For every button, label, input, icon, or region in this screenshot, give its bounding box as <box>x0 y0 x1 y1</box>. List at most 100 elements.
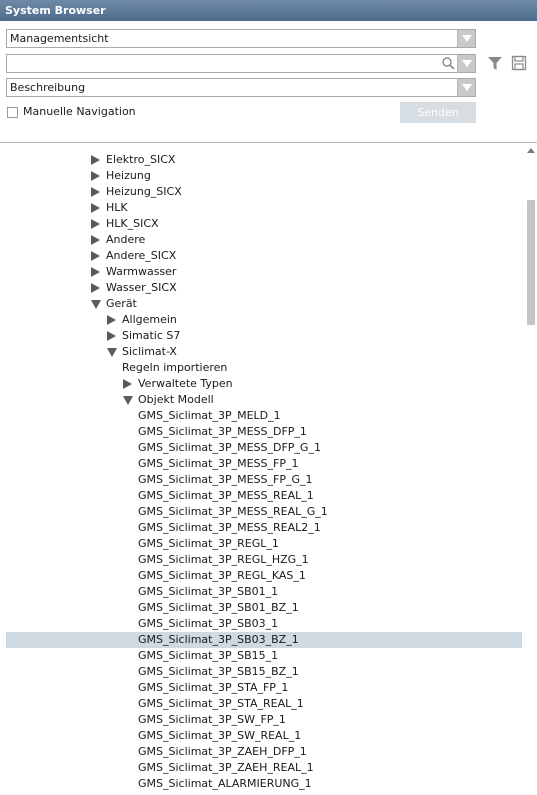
tree-item-label: GMS_Siclimat_3P_MESS_REAL_G_1 <box>138 505 328 518</box>
search-field[interactable] <box>6 54 476 73</box>
tree-item-label: GMS_Siclimat_3P_SB01_BZ_1 <box>138 601 299 614</box>
expand-arrow-icon[interactable] <box>123 379 132 389</box>
expand-arrow-icon[interactable] <box>91 171 100 181</box>
tree-item[interactable]: Wasser_SICX <box>0 280 522 296</box>
save-icon[interactable] <box>511 55 527 71</box>
tree-item-label: Warmwasser <box>106 265 177 278</box>
tree-item[interactable]: Gerät <box>0 296 522 312</box>
tree-item-label: GMS_Siclimat_3P_MESS_DFP_1 <box>138 425 307 438</box>
tree-item[interactable]: HLK <box>0 200 522 216</box>
expand-arrow-icon[interactable] <box>91 283 100 293</box>
tree-item-label: Regeln importieren <box>122 361 228 374</box>
vertical-scrollbar[interactable] <box>526 146 536 795</box>
tree-item-label: GMS_Siclimat_3P_SB15_BZ_1 <box>138 665 299 678</box>
tree-item-label: GMS_Siclimat_3P_MELD_1 <box>138 409 281 422</box>
tree-item-label: Allgemein <box>122 313 177 326</box>
tree-item-label: GMS_Siclimat_3P_MESS_FP_1 <box>138 457 299 470</box>
tree-item[interactable]: Andere_SICX <box>0 248 522 264</box>
tree-item[interactable]: GMS_Siclimat_ALARMIERUNG_1 <box>0 776 522 792</box>
collapse-arrow-icon[interactable] <box>123 396 133 405</box>
tree-item[interactable]: GMS_Siclimat_3P_REGL_HZG_1 <box>0 552 522 568</box>
tree-item-label: Heizung <box>106 169 151 182</box>
tree-item[interactable]: Siclimat-X <box>0 344 522 360</box>
tree-item-label: Elektro_SICX <box>106 153 176 166</box>
expand-arrow-icon[interactable] <box>91 235 100 245</box>
tree-item[interactable]: GMS_Siclimat_3P_SB15_1 <box>0 648 522 664</box>
tree-item[interactable]: Objekt Modell <box>0 392 522 408</box>
tree-item-label: GMS_Siclimat_3P_STA_FP_1 <box>138 681 289 694</box>
view-selector[interactable]: Managementsicht <box>6 29 476 48</box>
filter-icon[interactable] <box>487 56 503 71</box>
tree-item[interactable]: Elektro_SICX <box>0 152 522 168</box>
tree-item[interactable]: GMS_Siclimat_3P_ZAEH_REAL_1 <box>0 760 522 776</box>
expand-arrow-icon[interactable] <box>91 155 100 165</box>
tree-item[interactable]: GMS_Siclimat_3P_SW_FP_1 <box>0 712 522 728</box>
expand-arrow-icon[interactable] <box>91 203 100 213</box>
tree-item[interactable]: GMS_Siclimat_3P_MESS_REAL_1 <box>0 488 522 504</box>
tree-item[interactable]: Verwaltete Typen <box>0 376 522 392</box>
send-button[interactable]: Senden <box>400 102 476 123</box>
window-title: System Browser <box>0 0 537 21</box>
tree-item[interactable]: GMS_Siclimat_3P_STA_FP_1 <box>0 680 522 696</box>
tree-item-label: HLK <box>106 201 128 214</box>
tree-item-label: GMS_Siclimat_3P_SB15_1 <box>138 649 279 662</box>
tree-item[interactable]: GMS_Siclimat_3P_MESS_REAL_G_1 <box>0 504 522 520</box>
tree-item-label: GMS_Siclimat_3P_STA_REAL_1 <box>138 697 304 710</box>
tree-item[interactable]: GMS_Siclimat_3P_MESS_FP_1 <box>0 456 522 472</box>
search-icon[interactable] <box>441 56 455 70</box>
tree-item[interactable]: GMS_Siclimat_3P_SB03_BZ_1 <box>6 632 522 648</box>
tree-item-label: GMS_Siclimat_3P_ZAEH_REAL_1 <box>138 761 314 774</box>
tree-item[interactable]: GMS_Siclimat_3P_STA_REAL_1 <box>0 696 522 712</box>
tree-item-label: GMS_Siclimat_3P_MESS_REAL_1 <box>138 489 314 502</box>
tree-item[interactable]: GMS_Siclimat_3P_SB01_BZ_1 <box>0 600 522 616</box>
tree-item[interactable]: GMS_Siclimat_3P_REGL_1 <box>0 536 522 552</box>
tree-item[interactable]: HLK_SICX <box>0 216 522 232</box>
tree-item[interactable]: GMS_Siclimat_3P_REGL_KAS_1 <box>0 568 522 584</box>
expand-arrow-icon[interactable] <box>107 315 116 325</box>
tree-item[interactable]: GMS_Siclimat_3P_SW_REAL_1 <box>0 728 522 744</box>
display-selector[interactable]: Beschreibung <box>6 78 476 97</box>
tree-item[interactable]: Regeln importieren <box>0 360 522 376</box>
tree-item[interactable]: Heizung_SICX <box>0 184 522 200</box>
collapse-arrow-icon[interactable] <box>107 348 117 357</box>
tree-item-label: GMS_Siclimat_3P_REGL_HZG_1 <box>138 553 309 566</box>
tree-item[interactable]: GMS_Siclimat_3P_ZAEH_DFP_1 <box>0 744 522 760</box>
tree-item[interactable]: GMS_Siclimat_3P_MESS_DFP_1 <box>0 424 522 440</box>
expand-arrow-icon[interactable] <box>107 331 116 341</box>
scroll-up-arrow-icon[interactable] <box>527 148 535 153</box>
tree-item[interactable]: Warmwasser <box>0 264 522 280</box>
tree-item[interactable]: GMS_Siclimat_3P_MESS_REAL2_1 <box>0 520 522 536</box>
tree-item-label: GMS_Siclimat_3P_REGL_KAS_1 <box>138 569 306 582</box>
chevron-down-icon[interactable] <box>457 30 475 47</box>
chevron-down-icon[interactable] <box>457 55 475 72</box>
chevron-down-icon[interactable] <box>457 79 475 96</box>
tree-item-label: Verwaltete Typen <box>138 377 233 390</box>
tree-item[interactable]: Simatic S7 <box>0 328 522 344</box>
collapse-arrow-icon[interactable] <box>91 300 101 309</box>
scroll-thumb[interactable] <box>527 200 535 325</box>
expand-arrow-icon[interactable] <box>91 219 100 229</box>
tree-item[interactable]: GMS_Siclimat_3P_MELD_1 <box>0 408 522 424</box>
tree-item-label: GMS_Siclimat_3P_MESS_FP_G_1 <box>138 473 313 486</box>
tree-item-label: GMS_Siclimat_3P_MESS_DFP_G_1 <box>138 441 321 454</box>
tree-item[interactable]: Heizung <box>0 168 522 184</box>
tree-item[interactable]: Andere <box>0 232 522 248</box>
tree-item[interactable]: GMS_Siclimat_3P_MESS_FP_G_1 <box>0 472 522 488</box>
tree-item-label: GMS_Siclimat_3P_REGL_1 <box>138 537 279 550</box>
tree-item-label: Andere <box>106 233 146 246</box>
expand-arrow-icon[interactable] <box>91 187 100 197</box>
expand-arrow-icon[interactable] <box>91 267 100 277</box>
tree-item[interactable]: Allgemein <box>0 312 522 328</box>
tree-item-label: Wasser_SICX <box>106 281 177 294</box>
tree-item-label: Heizung_SICX <box>106 185 182 198</box>
tree-item[interactable]: GMS_Siclimat_3P_MESS_DFP_G_1 <box>0 440 522 456</box>
tree-item-label: GMS_Siclimat_3P_SW_REAL_1 <box>138 729 302 742</box>
tree-item-label: GMS_Siclimat_3P_SB01_1 <box>138 585 279 598</box>
manual-navigation-checkbox[interactable] <box>7 107 18 118</box>
tree-item[interactable]: GMS_Siclimat_3P_SB15_BZ_1 <box>0 664 522 680</box>
expand-arrow-icon[interactable] <box>91 251 100 261</box>
tree-item-label: GMS_Siclimat_3P_MESS_REAL2_1 <box>138 521 321 534</box>
tree-item[interactable]: GMS_Siclimat_3P_SB01_1 <box>0 584 522 600</box>
tree-item[interactable]: GMS_Siclimat_3P_SB03_1 <box>0 616 522 632</box>
